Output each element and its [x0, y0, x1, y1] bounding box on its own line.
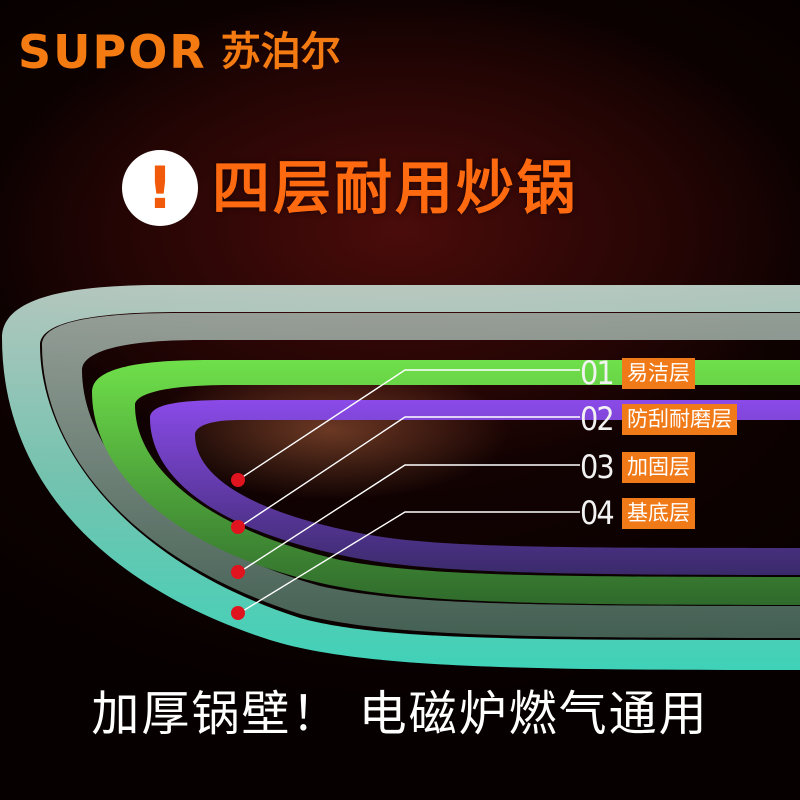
headline: ! 四层耐用炒锅 [122, 148, 578, 228]
layer-name: 易洁层 [622, 357, 695, 389]
layer-markers [231, 473, 245, 620]
leader-line-04 [237, 511, 580, 615]
layer-number: 04 [580, 494, 615, 532]
layer-name: 基底层 [622, 497, 695, 529]
marker-01 [231, 473, 245, 487]
leader-lines [237, 369, 580, 615]
layer-label-01: 01 易洁层 [580, 356, 695, 390]
leader-line-02 [237, 416, 580, 529]
headline-text: 四层耐用炒锅 [212, 154, 579, 222]
marker-04 [231, 606, 245, 620]
layer-label-03: 03 加固层 [580, 450, 695, 484]
brand-logo: SUPOR 苏泊尔 [18, 24, 341, 80]
marker-02 [231, 520, 245, 534]
layer-label-02: 02 防刮耐磨层 [580, 402, 737, 436]
layer-name: 加固层 [622, 451, 695, 483]
layer-02-shape [92, 360, 800, 605]
layer-number: 01 [580, 354, 615, 392]
layer-label-04: 04 基底层 [580, 496, 695, 530]
layer-number: 02 [580, 400, 615, 438]
layer-03-shape [42, 313, 800, 638]
tagline: 加厚锅壁！ 电磁炉燃气通用 [91, 686, 709, 742]
layer-01-shape [150, 400, 800, 575]
marker-03 [231, 565, 245, 579]
brand-name-cn: 苏泊尔 [220, 29, 341, 75]
brand-name-en: SUPOR [18, 25, 207, 79]
layer-name: 防刮耐磨层 [622, 403, 737, 435]
leader-line-01 [237, 369, 580, 481]
exclamation-icon: ! [122, 150, 198, 226]
leader-line-03 [237, 464, 580, 574]
layer-number: 03 [580, 448, 615, 486]
